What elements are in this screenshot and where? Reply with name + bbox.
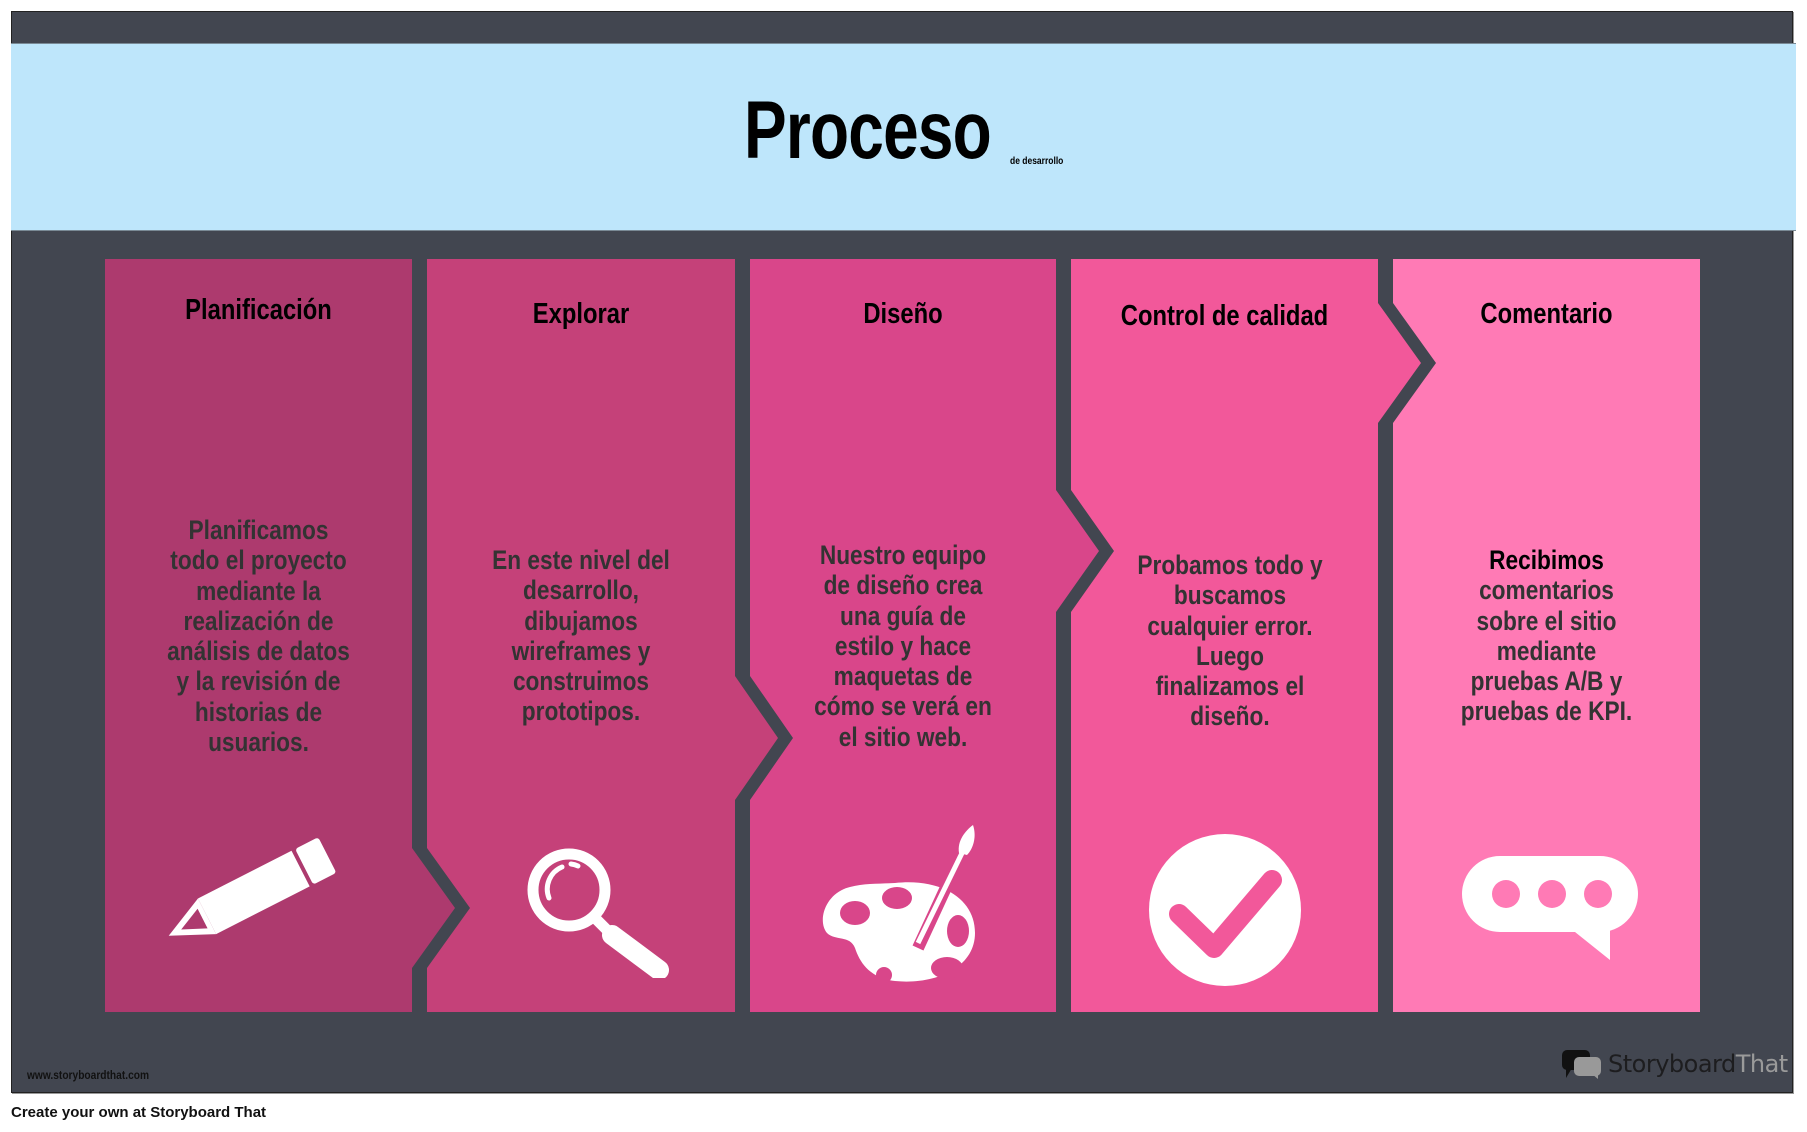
text-line: finalizamos el (1155, 671, 1305, 702)
website-watermark: www.storyboardthat.com (27, 1068, 150, 1082)
text-line: todo el proyecto (170, 545, 347, 576)
text-line: sobre el sitio (1476, 605, 1617, 636)
logo-wordmark: StoryboardThat (1608, 1052, 1788, 1076)
text-line: historias de (194, 696, 323, 727)
text-line: construimos (512, 666, 650, 697)
step-3-description: Nuestro equipo de diseño crea una guía d… (774, 540, 1031, 752)
text-line: maquetas de (833, 661, 973, 692)
text-line: cómo se verá en (814, 691, 992, 722)
step-2-description: En este nivel del desarrollo, dibujamos … (452, 545, 711, 727)
step-panel-4 (1071, 259, 1421, 1012)
text-line: estilo y hace (834, 630, 972, 661)
step-4-description: Probamos todo y buscamos cualquier error… (1096, 550, 1363, 732)
logo-primary-text: Storyboard (1608, 1050, 1736, 1078)
step-3-title: Diseño (863, 298, 943, 330)
text-line: mediante la (196, 575, 321, 606)
text-line: dibujamos (524, 605, 638, 636)
paint-palette-icon (822, 825, 975, 983)
text-line: comentarios (1479, 575, 1614, 606)
step-1-title: Planificación (185, 294, 332, 326)
text-line: usuarios. (208, 727, 309, 758)
step-4-title: Control de calidad (1120, 300, 1329, 332)
text-line: buscamos (1173, 580, 1287, 611)
text-line: Recibimos (1489, 545, 1604, 575)
step-panel-3 (750, 259, 1099, 1012)
step-panel-2 (427, 259, 778, 1012)
step-5-description: Recibimos comentarios sobre el sitio med… (1418, 545, 1676, 727)
text-line: de diseño crea (823, 570, 983, 601)
text-line: Luego (1195, 640, 1265, 671)
step-2-title: Explorar (532, 298, 630, 330)
create-your-own-link[interactable]: Create your own at Storyboard That (11, 1104, 267, 1121)
text-line: diseño. (1190, 701, 1270, 732)
chat-bubbles-logo-icon (1562, 1050, 1601, 1079)
text-line: y la revisión de (176, 666, 341, 697)
page-subtitle: de desarrollo (1010, 156, 1064, 167)
text-line: desarrollo, (523, 575, 639, 606)
logo-secondary-text: That (1735, 1050, 1789, 1078)
step-panel-5 (1393, 259, 1700, 1012)
step-panel-1 (105, 259, 455, 1012)
text-line: Nuestro equipo (819, 540, 987, 570)
title-banner (11, 43, 1796, 231)
text-line: el sitio web. (838, 721, 968, 752)
page-title: Proceso (744, 85, 992, 176)
text-line: Planificamos (188, 515, 329, 545)
text-line: una guía de (839, 600, 967, 631)
text-line: En este nivel del (492, 545, 670, 575)
speech-bubble-icon (1462, 856, 1638, 960)
step-1-description: Planificamos todo el proyecto mediante l… (130, 515, 388, 757)
text-line: Probamos todo y (1137, 550, 1323, 580)
text-line: wireframes y (511, 635, 651, 666)
text-line: prototipos. (521, 696, 641, 727)
checkmark-circle-icon (1149, 834, 1301, 986)
text-line: mediante (1496, 635, 1597, 666)
text-line: realización de (183, 605, 334, 636)
step-5-title: Comentario (1480, 298, 1613, 330)
text-line: pruebas A/B y (1470, 666, 1623, 697)
magnifying-glass-icon (527, 848, 669, 978)
text-line: cualquier error. (1147, 610, 1313, 641)
text-line: análisis de datos (167, 636, 350, 667)
storyboardthat-logo[interactable]: StoryboardThat (1562, 1048, 1788, 1080)
text-line: pruebas de KPI. (1460, 696, 1633, 727)
pencil-icon (168, 838, 336, 936)
